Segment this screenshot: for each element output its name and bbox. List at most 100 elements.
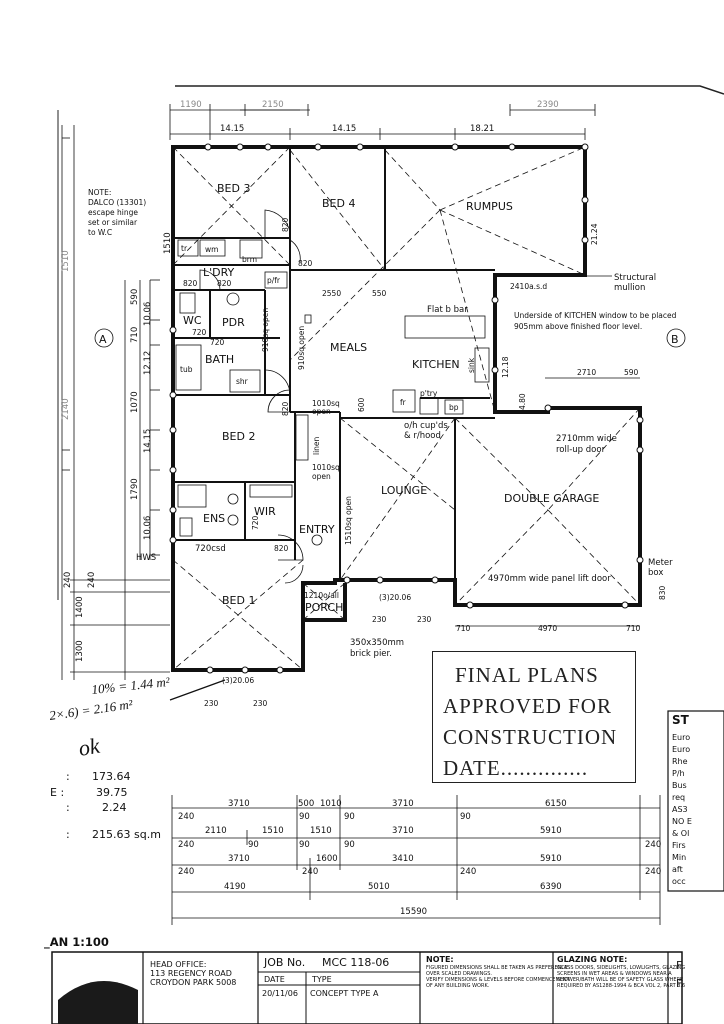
right-strip-6: req: [672, 793, 686, 802]
dim-550: 550: [372, 289, 387, 298]
dim-bot-r2-0: 2110: [205, 826, 227, 836]
room-bed3: BED 3: [217, 182, 250, 195]
tb-address-2: CROYDON PARK 5008: [150, 978, 237, 987]
opening-1010a: 1010sq: [312, 399, 340, 408]
fixture-pfr: p/fr: [267, 276, 281, 285]
dim-top-2390: 2390: [537, 100, 559, 110]
label-brick-pier: 350x350mm: [350, 638, 404, 648]
plan-scale: _AN 1:100: [44, 935, 109, 950]
opening-1010b2: open: [312, 472, 331, 481]
label-structural: Structural: [614, 273, 656, 283]
dim-bot-r1-2: 1010: [320, 799, 342, 809]
room-porch: PORCH: [305, 601, 343, 614]
opening-labels: 910sq open 910sq open 1010sq open 1010sq…: [261, 308, 353, 600]
dim-bot-r2-3: 3710: [392, 826, 414, 836]
note-dalco-3: set or similar: [88, 218, 138, 227]
note-rollup-0: 2710mm wide: [556, 434, 617, 444]
stamp-line-3: CONSTRUCTION: [443, 725, 618, 749]
tb-date-label: DATE: [264, 975, 285, 984]
dim-bot-r4-0: 4190: [224, 882, 246, 892]
tb-type-val: CONCEPT TYPE A: [310, 989, 379, 998]
fixture-flat-b-bar: Flat b bar: [427, 305, 468, 315]
handwriting-ok: ok: [77, 732, 103, 760]
stamp-line-2: APPROVED FOR: [443, 694, 612, 718]
dim-bot-r2-4: 5910: [540, 826, 562, 836]
dim-left-1510a: 1510: [163, 232, 173, 254]
right-strip-13: occ: [672, 877, 686, 886]
company-logo-shape: [58, 981, 138, 1024]
dim-4970: 4970: [538, 624, 557, 633]
tb-glazing-line-3: REQUIRED BY AS1288-1994 & BCA VOL 2, PAR…: [557, 983, 686, 989]
dim-710b: 710: [626, 624, 641, 633]
dim-left-1212: 12.12: [143, 351, 153, 375]
fixture-brm: brm: [242, 255, 257, 264]
area-label-1: E :: [50, 786, 64, 799]
right-strip-4: P/h: [672, 769, 685, 778]
dim-bot-r2b-4: 240: [645, 840, 661, 850]
dim-bot-r3-1: 1600: [316, 854, 338, 864]
fixture-wm: wm: [205, 245, 218, 254]
dim-left-1400: 1400: [75, 596, 85, 618]
room-kitchen: KITCHEN: [412, 358, 460, 371]
dim-bot-r2b-3: 90: [344, 840, 355, 850]
note-kitchen-window-0: Underside of KITCHEN window to be placed: [514, 311, 677, 320]
handwritten-notes: 10% = 1.44 m² 2×.6) = 2.16 m² ok: [48, 674, 226, 761]
fixture-oh-cupds: o/h cup'ds: [404, 421, 448, 431]
right-strip-11: Min: [672, 853, 687, 862]
dim-820c: 820: [183, 279, 198, 288]
right-strip-8: NO E: [672, 817, 692, 826]
tb-note-line-3: OF ANY BUILDING WORK.: [426, 983, 490, 989]
roof-lines: [172, 146, 641, 671]
dim-bot-r3-2: 3410: [392, 854, 414, 864]
tb-head-office: HEAD OFFICE:: [150, 960, 207, 969]
dim-top-1415a: 14.15: [220, 124, 244, 134]
tb-job-label: JOB No.: [264, 956, 306, 969]
dim-left-1006b: 10.06: [143, 516, 153, 540]
stamp-line-1: FINAL PLANS: [455, 663, 599, 687]
fixture-tr: tr: [181, 244, 188, 253]
right-strip-2: Euro: [672, 745, 691, 754]
dim-bot-r2-2: 1510: [310, 826, 332, 836]
fixture-rhood: & r/hood: [404, 431, 441, 441]
dim-bot-r4-1: 5010: [368, 882, 390, 892]
dim-bot-r2b-0: 240: [178, 840, 194, 850]
dim-left-240a: 240: [63, 572, 73, 588]
note-asd: 2410a.s.d: [510, 282, 547, 291]
dim-2124: 21.24: [590, 223, 599, 245]
exterior-walls: [171, 145, 642, 672]
note-dalco-2: escape hinge: [88, 208, 138, 217]
right-note-frame: [667, 710, 724, 892]
room-bath: BATH: [205, 353, 234, 366]
axis-b-circle: [666, 328, 686, 348]
room-pdr: PDR: [222, 316, 245, 329]
dim-left-1006a: 10.06: [143, 302, 153, 326]
dim-left-2140: 2140: [61, 398, 71, 420]
area-value-2: 2.24: [102, 801, 127, 814]
dim-480: 4.80: [518, 393, 527, 410]
dim-820a: 820: [281, 217, 290, 232]
dim-bot-r1-3: 3710: [392, 799, 414, 809]
fixture-tub: tub: [180, 365, 193, 374]
right-strip-1: Euro: [672, 733, 691, 742]
room-ens: ENS: [203, 512, 225, 525]
right-strip-5: Bus: [672, 781, 687, 790]
dim-left-590: 590: [130, 289, 140, 305]
dim-bot-r5: 15590: [400, 907, 427, 917]
dim-600: 600: [357, 397, 366, 412]
opening-1010a2: open: [312, 407, 331, 416]
opening-1510: 1510sq open: [344, 496, 353, 545]
dim-top-2150: 2150: [262, 100, 284, 110]
right-strip-12: aft: [672, 865, 683, 874]
label-meter-box: box: [648, 568, 663, 578]
area-label-3: :: [66, 828, 70, 841]
interior-dimensions: 820 820 820 820 820 820 720 720 720 2550…: [183, 217, 667, 708]
dim-bot-r1b-0: 240: [178, 812, 194, 822]
dim-bot-r2-1: 1510: [262, 826, 284, 836]
tb-glazing-line-1: SCREENS IN WET AREAS & WINDOWS NEAR A: [557, 971, 672, 977]
dim-2550: 2550: [322, 289, 341, 298]
fixture-hws: HWS: [136, 553, 156, 563]
tb-edge-1: F: [676, 977, 683, 990]
dim-230a: 230: [372, 615, 387, 624]
fixture-bp: bp: [449, 403, 459, 412]
